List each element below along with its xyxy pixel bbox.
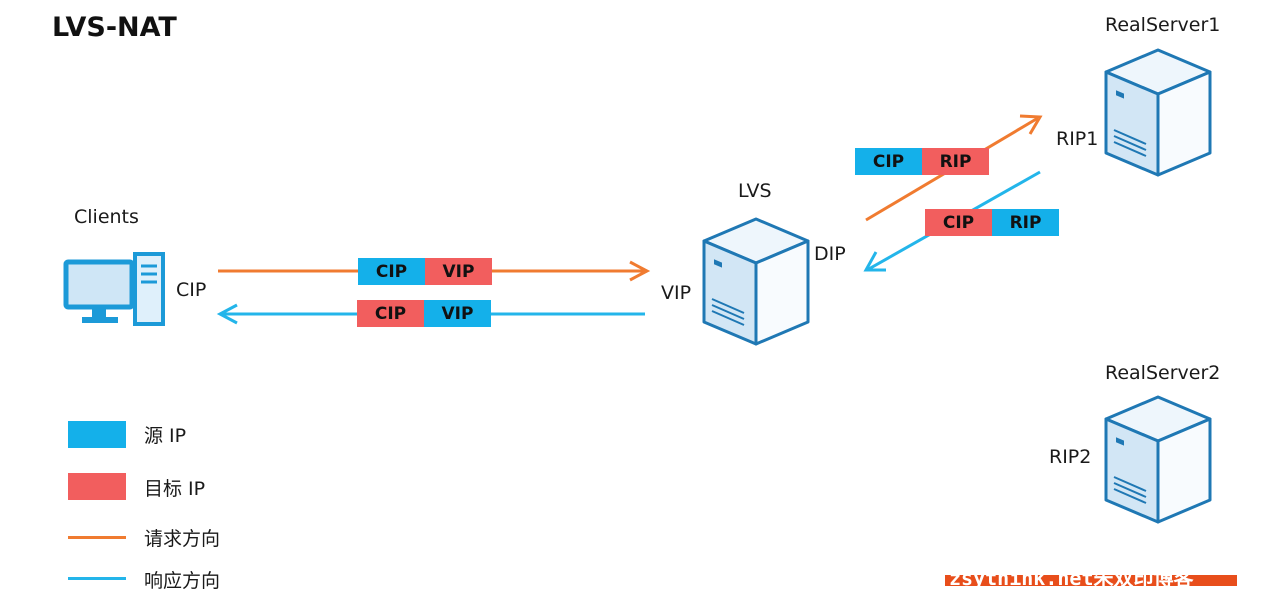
realserver2-label: RealServer2 <box>1105 362 1221 384</box>
legend-source-swatch <box>68 421 126 448</box>
packet-src-field: VIP <box>424 300 491 327</box>
legend-source-label: 源 IP <box>144 425 187 447</box>
packet-src-field: CIP <box>855 148 922 175</box>
legend-request-line <box>68 536 126 539</box>
legend-request-label: 请求方向 <box>144 528 221 550</box>
packet-dst-field: CIP <box>357 300 424 327</box>
watermark: zsythink.net朱双印博客 <box>945 575 1237 586</box>
rip2-label: RIP2 <box>1049 446 1092 468</box>
packet-client-response: CIP VIP <box>357 300 491 327</box>
packet-rs-response: CIP RIP <box>925 209 1059 236</box>
packet-rs-request: CIP RIP <box>855 148 989 175</box>
legend-response-line <box>68 577 126 580</box>
packet-dst-field: VIP <box>425 258 492 285</box>
realserver2-icon <box>1104 395 1212 524</box>
legend-target-label: 目标 IP <box>144 478 206 500</box>
legend-target-swatch <box>68 473 126 500</box>
lvs-label: LVS <box>738 180 772 202</box>
packet-src-field: RIP <box>992 209 1059 236</box>
cip-label: CIP <box>176 279 207 301</box>
packet-client-request: CIP VIP <box>358 258 492 285</box>
dip-label: DIP <box>814 243 846 265</box>
lvs-server-icon <box>702 217 810 346</box>
rip1-label: RIP1 <box>1056 128 1099 150</box>
realserver1-label: RealServer1 <box>1105 14 1221 36</box>
packet-dst-field: RIP <box>922 148 989 175</box>
clients-label: Clients <box>74 206 139 228</box>
watermark-text: zsythink.net朱双印博客 <box>945 575 1237 586</box>
legend-response-label: 响应方向 <box>144 570 221 592</box>
client-computer-icon <box>63 252 165 326</box>
realserver1-icon <box>1104 48 1212 177</box>
packet-dst-field: CIP <box>925 209 992 236</box>
packet-src-field: CIP <box>358 258 425 285</box>
vip-label: VIP <box>661 282 692 304</box>
diagram-title: LVS-NAT <box>52 12 177 43</box>
